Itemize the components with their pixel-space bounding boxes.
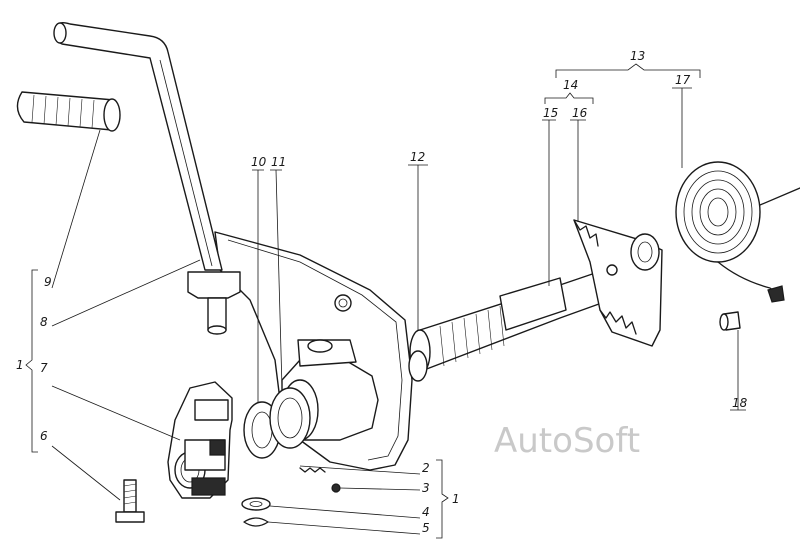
callout-18: 18 — [732, 396, 748, 410]
callout-12: 12 — [410, 150, 425, 164]
callout-14: 14 — [563, 78, 578, 92]
callout-17: 17 — [675, 73, 691, 87]
washer-and-circlip — [241, 497, 271, 527]
callout-5: 5 — [422, 521, 430, 535]
callout-1-right: 1 — [452, 492, 460, 506]
callout-15: 15 — [543, 106, 558, 120]
small-bushing — [719, 311, 741, 331]
coil-spring — [675, 161, 800, 303]
ratchet-rings — [243, 387, 311, 459]
callout-labels: 1 9 8 7 6 10 11 12 13 14 15 16 17 18 2 3… — [16, 49, 748, 535]
kick-lever — [53, 21, 241, 335]
callout-2: 2 — [422, 461, 430, 475]
clamp-bolt — [115, 479, 145, 523]
callout-16: 16 — [572, 106, 588, 120]
lever-clamp — [167, 381, 233, 499]
callout-1-left: 1 — [16, 358, 24, 372]
callout-11: 11 — [271, 155, 286, 169]
callout-8: 8 — [40, 315, 48, 329]
spring-and-ball — [299, 467, 341, 493]
callout-6: 6 — [40, 429, 48, 443]
ratchet-gear — [573, 219, 663, 347]
kick-shaft — [408, 267, 611, 382]
callout-13: 13 — [630, 49, 645, 63]
rubber-grip — [16, 91, 121, 132]
callout-9: 9 — [44, 275, 52, 289]
callout-10: 10 — [251, 155, 267, 169]
callout-3: 3 — [422, 481, 430, 495]
callout-4: 4 — [422, 505, 430, 519]
callout-7: 7 — [40, 361, 48, 375]
watermark: AutoSoft — [494, 421, 640, 461]
leader-lines — [25, 63, 746, 539]
